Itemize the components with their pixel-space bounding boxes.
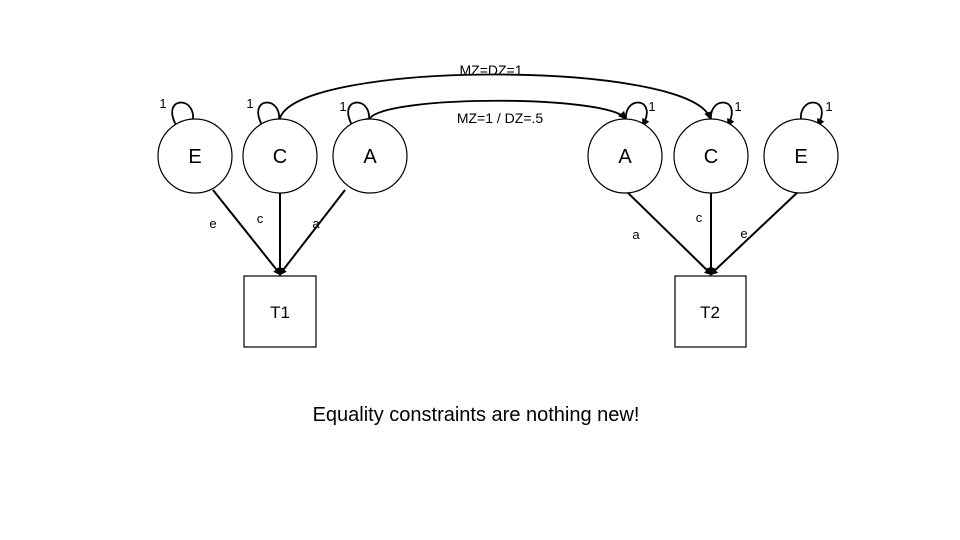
variance-label-a-t1: 1 [339,99,346,114]
variance-loop-a-t1 [347,101,374,127]
latent-e-t2 [763,118,839,194]
latent-a-t2 [587,118,663,194]
variance-label-e-t2: 1 [825,99,832,114]
variance-label-e-t1: 1 [159,96,166,111]
latent-label-c-t1: C [273,146,287,168]
variance-loop-c-t2 [710,101,735,127]
latent-label-e-t1: E [188,146,201,168]
variance-loop-c-t1 [257,101,284,127]
covariance-arc-c [274,73,712,125]
covariance-label-a: MZ=1 / DZ=.5 [457,110,544,126]
variance-loop-e-t1 [171,101,198,127]
path-a-t2 [624,189,713,276]
observed-t1 [243,275,317,348]
latent-c-t2 [673,118,749,194]
latent-label-e-t2: E [794,146,807,168]
path-label-a-t1: a [312,216,320,231]
latent-c-t1 [242,118,318,194]
path-e-t1 [212,189,282,276]
observed-t2 [674,275,747,348]
path-e-t2 [709,189,801,276]
variance-loop-a-t2 [625,101,650,127]
latent-label-c-t2: C [704,146,718,168]
path-label-e-t2: e [740,226,747,241]
variance-label-c-t1: 1 [246,96,253,111]
variance-label-c-t2: 1 [734,99,741,114]
variance-loop-e-t2 [800,101,825,127]
covariance-arc-a [363,99,627,126]
path-label-c-t1: c [257,211,264,226]
path-a-t1 [278,189,346,276]
observed-label-t1: T1 [270,303,290,322]
latent-a-t1 [332,118,408,194]
covariance-label-c: MZ=DZ=1 [459,62,522,78]
variance-label-a-t2: 1 [648,99,655,114]
caption: Equality constraints are nothing new! [313,404,640,426]
latent-label-a-t1: A [363,146,377,168]
path-label-a-t2: a [632,227,640,242]
latent-e-t1 [157,118,233,194]
path-label-e-t1: e [209,216,216,231]
path-label-c-t2: c [696,210,703,225]
observed-label-t2: T2 [700,303,720,322]
latent-label-a-t2: A [618,146,632,168]
